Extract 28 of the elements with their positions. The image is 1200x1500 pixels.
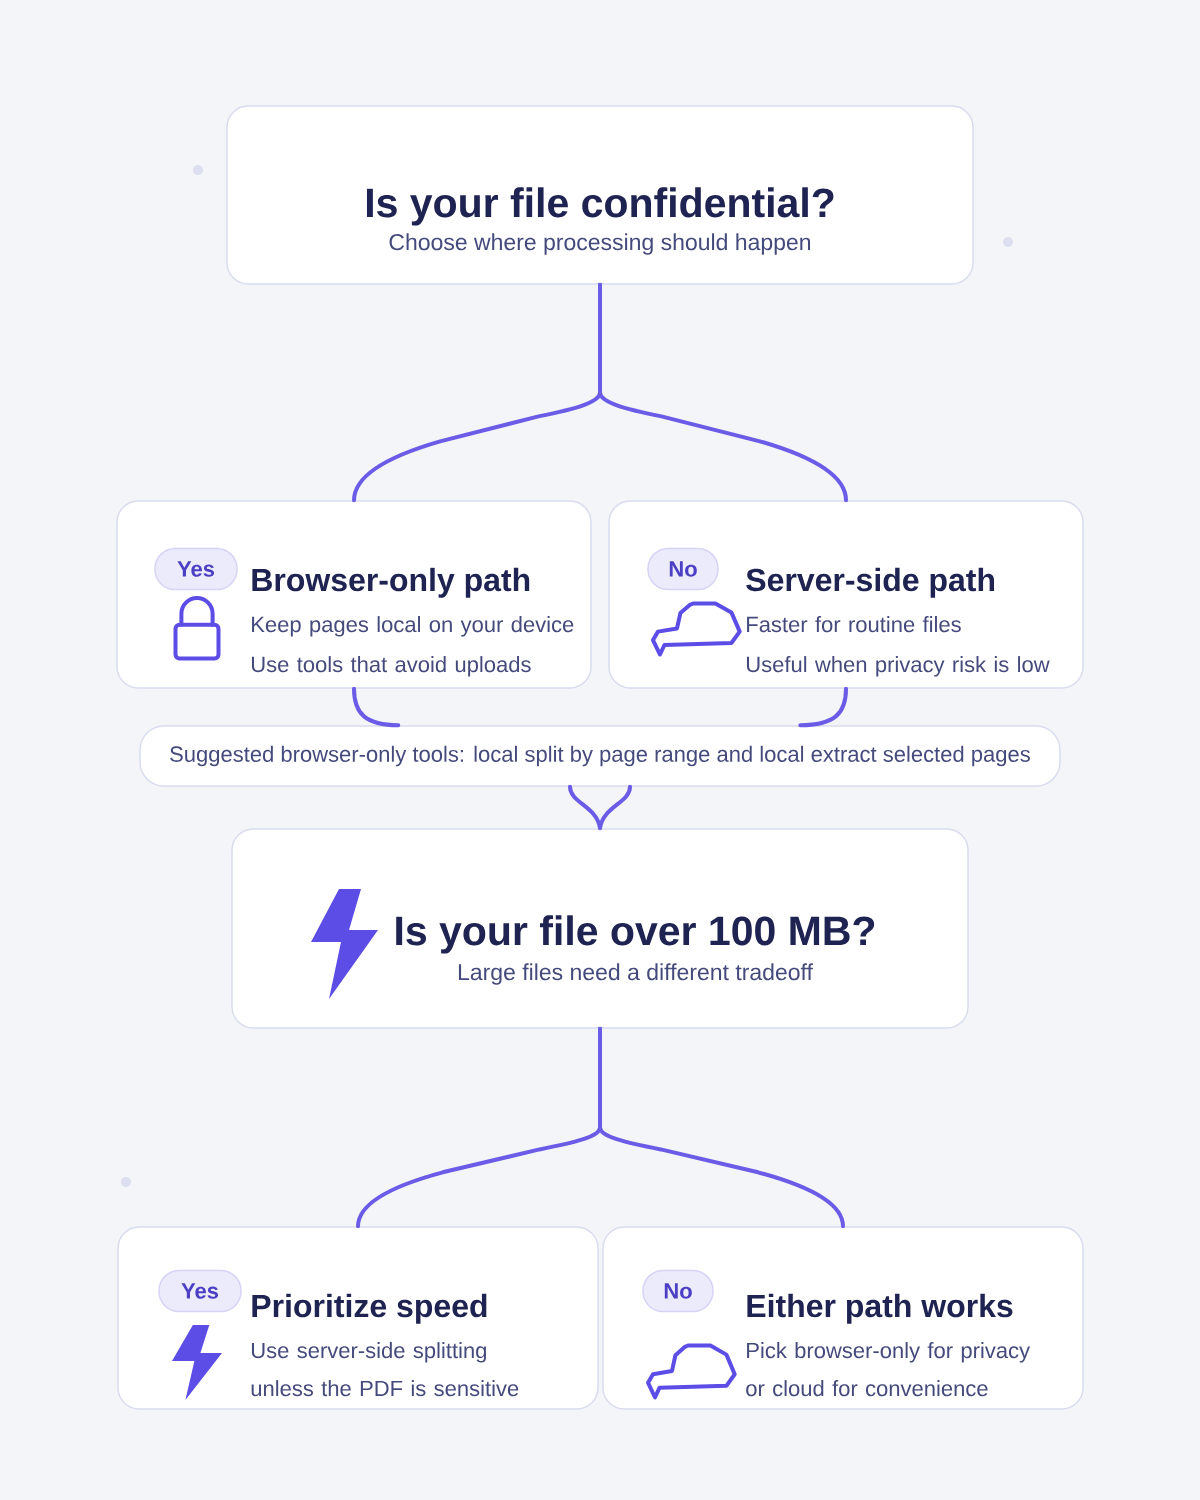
answer-badge: Yes	[158, 1269, 242, 1313]
connector-line	[568, 784, 632, 831]
connector-line	[352, 686, 401, 728]
option-card	[117, 1226, 599, 1410]
answer-badge: Yes	[154, 547, 238, 591]
connector-line	[598, 282, 848, 503]
card-text: Faster for routine files	[747, 616, 961, 633]
question-title: Is your file over 100 MB?	[396, 915, 875, 954]
connector-line	[798, 686, 848, 728]
card-title: Browser-only path	[252, 567, 530, 598]
question-subtitle: Choose where processing should happen	[389, 233, 810, 255]
question-title: Is your file confidential?	[366, 187, 834, 226]
card-title: Prioritize speed	[252, 1293, 487, 1324]
note-band: Suggested browser-only tools: local split by page range and local extract selected pages	[139, 725, 1061, 787]
card-text: Use server-side splitting unless the PDF is sensitive	[251, 1342, 519, 1397]
card-title: Either path works	[747, 1293, 1013, 1324]
option-card	[602, 1226, 1084, 1410]
card-text: Pick browser-only for privacy or cloud for convenience	[746, 1342, 1030, 1397]
question-box	[231, 828, 969, 1029]
option-card	[608, 500, 1084, 689]
connector-line	[598, 1026, 845, 1229]
card-text: Useful when privacy risk is low	[746, 656, 1050, 677]
card-text: Keep pages local on your device	[252, 616, 574, 637]
card-text: Use tools that avoid uploads	[251, 656, 531, 677]
question-subtitle: Large files need a different tradeoff	[458, 963, 813, 985]
option-card	[116, 500, 592, 689]
question-box	[226, 105, 974, 285]
card-title: Server-side path	[746, 567, 994, 598]
